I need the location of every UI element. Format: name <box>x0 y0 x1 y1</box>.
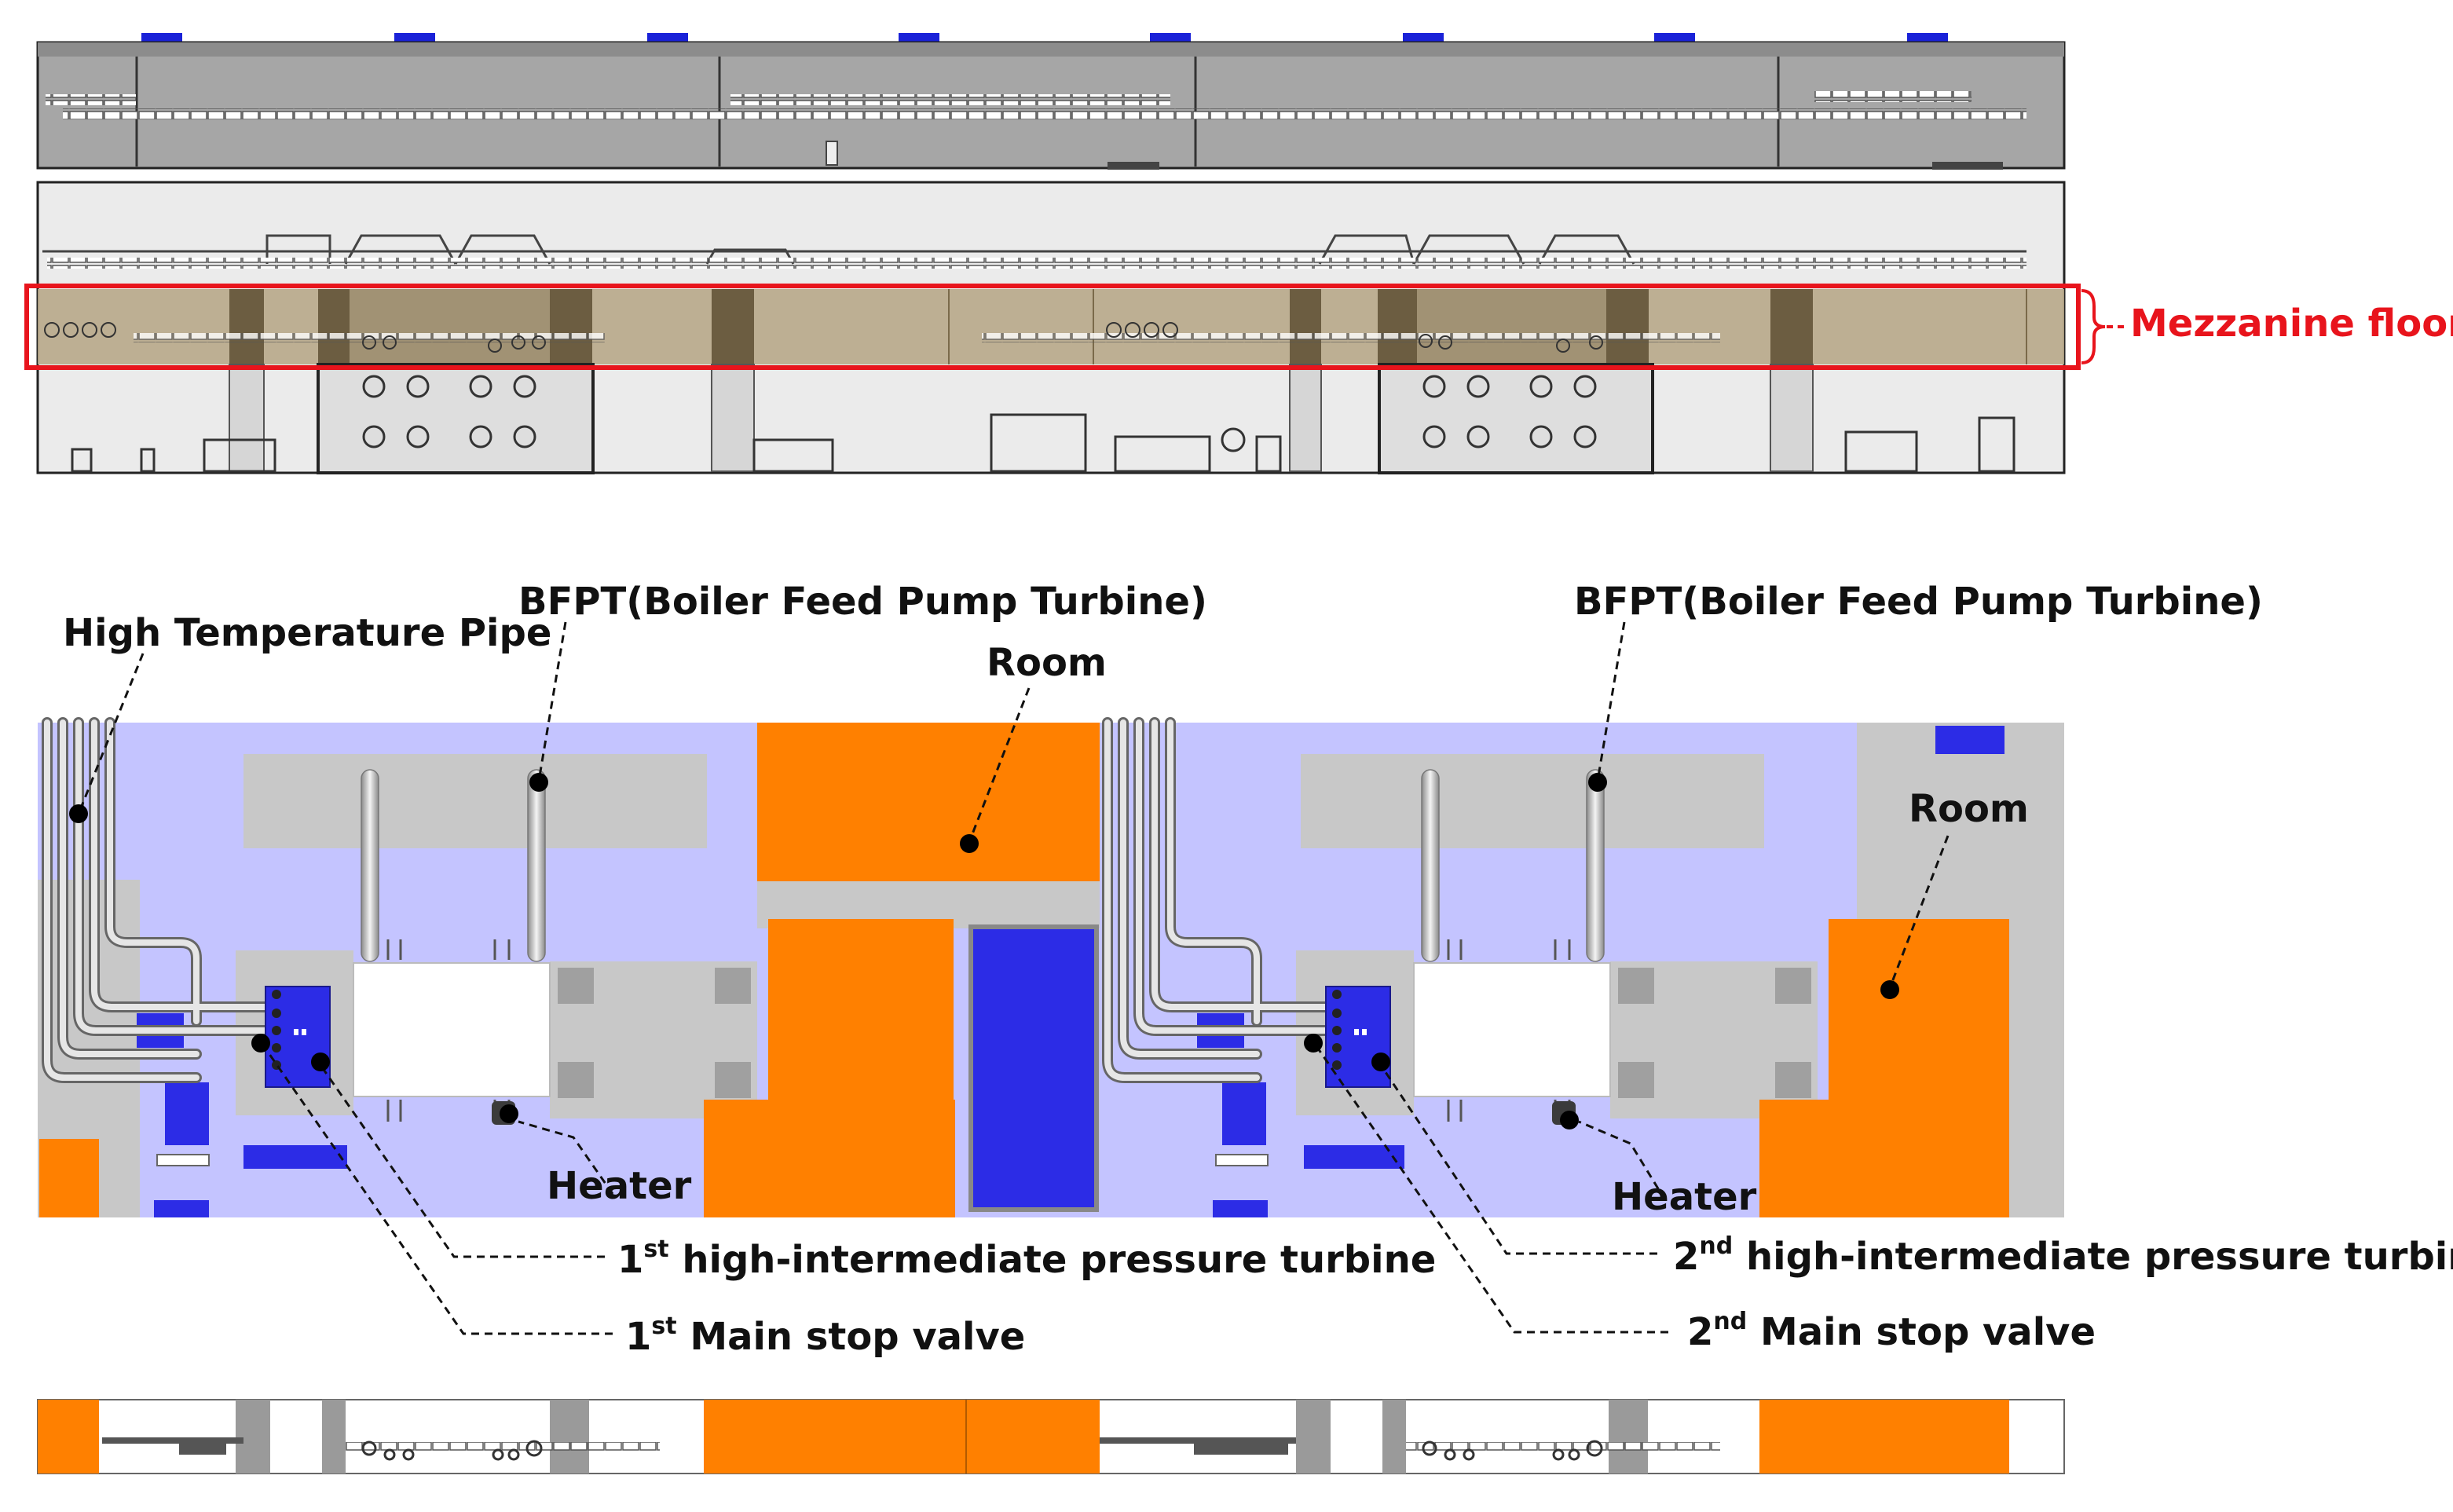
turbine-1 <box>353 962 551 1097</box>
elevation-view <box>24 33 2125 474</box>
ordinal-number: 2 <box>1687 1310 1714 1354</box>
label-text: Main stop valve <box>676 1315 1026 1359</box>
hip-turbine-label-1: 1st high-intermediate pressure turbine <box>617 1238 1437 1282</box>
turbine-vertical-pipes <box>361 769 1605 962</box>
mezzanine-band <box>38 289 2064 364</box>
mezzanine-brace <box>2081 289 2106 364</box>
bfpt-label-1: BFPT(Boiler Feed Pump Turbine) <box>518 580 1207 624</box>
room-1 <box>757 723 1100 881</box>
ordinal-number: 1 <box>625 1315 652 1359</box>
ordinal-suffix: st <box>643 1236 669 1263</box>
main-stop-valve-label-1: 1st Main stop valve <box>625 1315 1026 1359</box>
mezzanine-highlight-box <box>24 284 2081 370</box>
heater-label-2: Heater <box>1612 1175 1757 1219</box>
room-label-1: Room <box>987 641 1107 685</box>
heater-label-1: Heater <box>547 1164 692 1208</box>
ordinal-number: 1 <box>617 1238 644 1282</box>
section-strip <box>37 1399 2065 1474</box>
room-label-2: Room <box>1909 787 2029 831</box>
label-text: Main stop valve <box>1747 1310 2096 1354</box>
high-temperature-pipes <box>42 717 1349 1083</box>
leader-dots <box>69 773 1899 1129</box>
hip-turbine-block-1 <box>265 986 331 1088</box>
mezzanine-floor-label: Mezzanine floor <box>2130 302 2453 346</box>
ordinal-suffix: nd <box>1699 1232 1734 1260</box>
high-temperature-pipe-label: High Temperature Pipe <box>63 611 552 655</box>
central-blue-room <box>968 924 1099 1212</box>
ordinal-suffix: nd <box>1713 1308 1748 1335</box>
main-stop-valve-label-2: 2nd Main stop valve <box>1687 1310 2096 1354</box>
hip-turbine-label-2: 2nd high-intermediate pressure turbine <box>1673 1235 2453 1279</box>
bfpt-label-2: BFPT(Boiler Feed Pump Turbine) <box>1574 580 2263 624</box>
rooms <box>39 723 2009 1217</box>
leader-lines <box>77 621 1950 1335</box>
plan-view <box>38 717 2064 1217</box>
ordinal-suffix: st <box>651 1312 677 1340</box>
label-text: high-intermediate pressure turbine <box>1733 1235 2453 1279</box>
turbine-2 <box>1413 962 1611 1097</box>
label-text: high-intermediate pressure turbine <box>668 1238 1437 1282</box>
ordinal-number: 2 <box>1673 1235 1700 1279</box>
